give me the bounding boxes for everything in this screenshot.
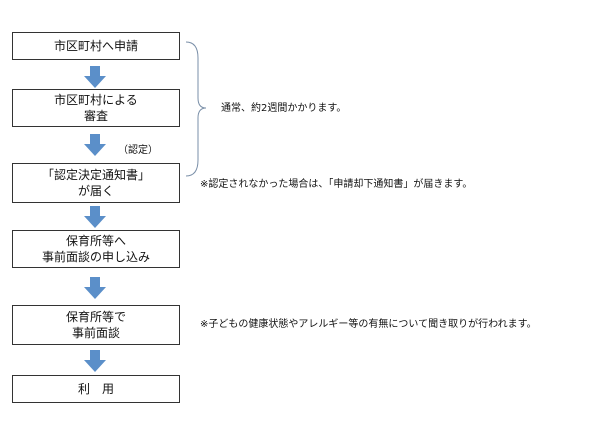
step-apply: 市区町村へ申請	[12, 32, 180, 60]
step-use: 利 用	[12, 375, 180, 403]
down-arrow-icon	[84, 134, 106, 156]
step-use-label: 利 用	[77, 382, 114, 396]
down-arrow-icon	[84, 350, 106, 372]
step-review-label: 市区町村による 審査	[54, 93, 138, 123]
step-review: 市区町村による 審査	[12, 89, 180, 127]
step-notice-label: 「認定決定通知書」 が届く	[41, 168, 150, 198]
rejection-note: ※認定されなかった場合は、「申請却下通知書」が届きます。	[200, 179, 473, 190]
step-interview: 保育所等で 事前面談	[12, 305, 180, 345]
down-arrow-icon	[84, 66, 106, 88]
down-arrow-icon	[84, 206, 106, 228]
step-notice: 「認定決定通知書」 が届く	[12, 163, 180, 203]
certified-label: （認定）	[118, 145, 158, 156]
step-apply-label: 市区町村へ申請	[53, 39, 138, 53]
step-interview-label: 保育所等で 事前面談	[65, 310, 126, 340]
down-arrow-icon	[84, 277, 106, 299]
interview-note: ※子どもの健康状態やアレルギー等の有無について聞き取りが行われます。	[200, 319, 537, 330]
step-interview-request-label: 保育所等へ 事前面談の申し込み	[41, 234, 150, 264]
step-interview-request: 保育所等へ 事前面談の申し込み	[12, 230, 180, 268]
duration-note: 通常、約2週間かかります。	[221, 103, 347, 114]
